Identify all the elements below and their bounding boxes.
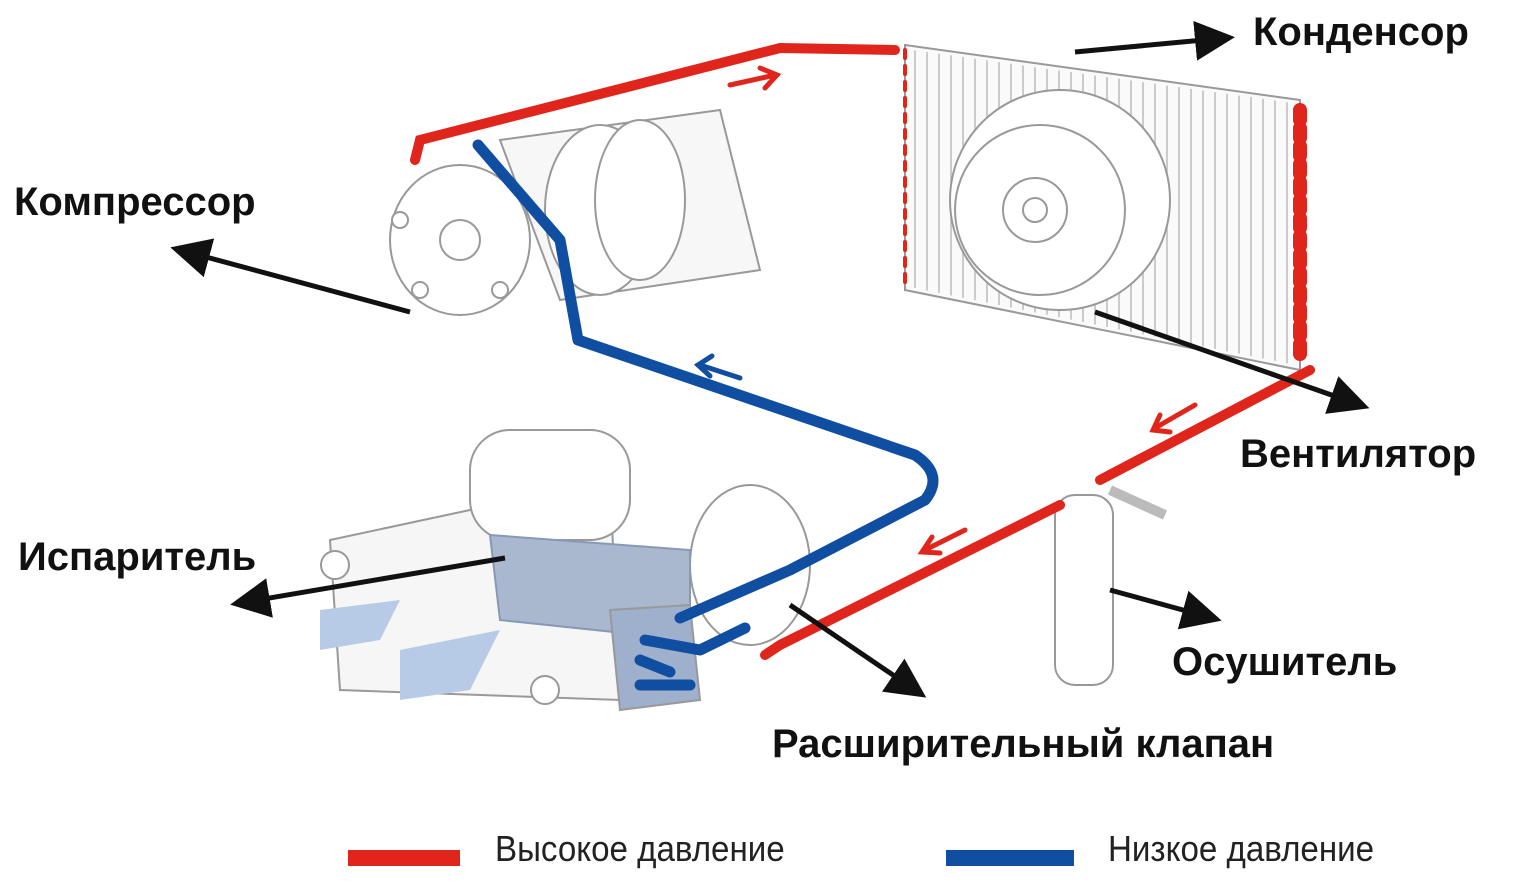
label-condenser: Конденсор	[1253, 10, 1469, 54]
legend-swatch-low	[946, 850, 1074, 866]
low-pressure-line	[472, 139, 939, 691]
drier	[1054, 485, 1168, 686]
high-pressure-line	[410, 42, 1315, 660]
label-evaporator: Испаритель	[18, 535, 257, 579]
label-fan: Вентилятор	[1240, 432, 1477, 476]
label-compressor: Компрессор	[14, 180, 256, 224]
label-drier: Осушитель	[1172, 640, 1398, 684]
condenser	[904, 43, 1301, 372]
label-expansion-valve: Расширительный клапан	[772, 722, 1275, 766]
legend-high-pressure: Высокое давление	[495, 828, 785, 869]
compressor	[389, 108, 762, 316]
legend-low-pressure: Низкое давление	[1108, 828, 1375, 869]
legend-swatch-high	[348, 850, 460, 866]
evaporator	[320, 429, 811, 712]
